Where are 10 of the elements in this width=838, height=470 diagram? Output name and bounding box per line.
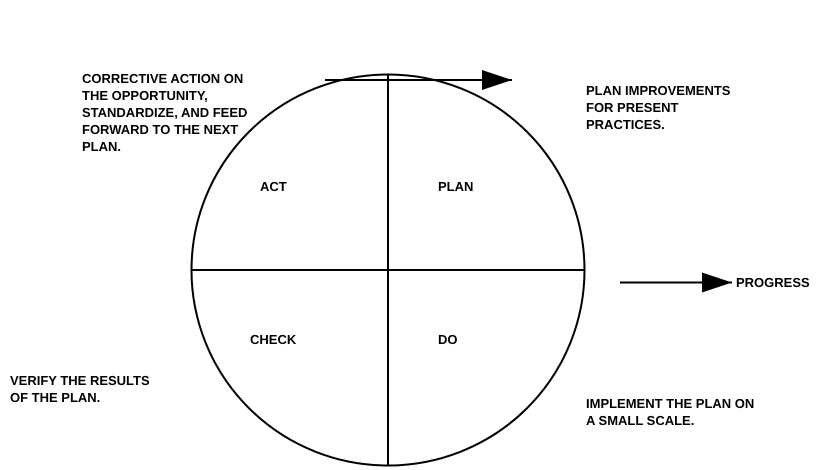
- quadrant-label: PLAN: [438, 178, 474, 195]
- quadrant-label: ACT: [260, 178, 287, 195]
- quadrant-label: DO: [438, 331, 458, 348]
- step-description: PLAN IMPROVEMENTS FOR PRESENT PRACTICES.: [586, 82, 732, 133]
- arrow: [620, 272, 732, 292]
- step-description: IMPLEMENT THE PLAN ON A SMALL SCALE.: [586, 395, 756, 429]
- step-description: CORRECTIVE ACTION ON THE OPPORTUNITY, STANDARDIZE, AND FEED FORWARD TO THE NEXT PLAN.: [82, 70, 248, 155]
- progress-label: PROGRESS: [736, 274, 810, 291]
- step-description: VERIFY THE RESULTS OF THE PLAN.: [10, 372, 151, 406]
- quadrant-label: CHECK: [250, 331, 296, 348]
